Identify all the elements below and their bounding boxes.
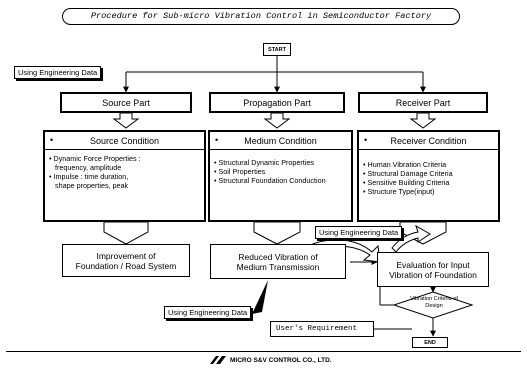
source-condition-title: Source Condition [89,135,160,146]
receiver-condition-item: • Sensitive Building Criteria [363,178,450,187]
footer: MICRO S&V CONTROL CO., LTD. [210,356,332,364]
company-logo-icon [210,356,226,364]
company-name: MICRO S&V CONTROL CO., LTD. [230,356,332,364]
down-arrow [112,112,140,129]
medium-condition-item: • Soil Properties [214,167,266,176]
medium-condition-item: • Structural Dynamic Properties [214,158,314,167]
source-result-box: Improvement of Foundation / Road System [62,244,190,277]
engineering-data-label-receiver: Using Engineering Data [315,226,403,239]
footer-divider [6,351,521,352]
receiver-part-box: Receiver Part [358,92,488,113]
medium-condition-item: • Structural Foundation Conduction [214,176,326,185]
down-arrow [263,112,291,129]
medium-result-box: Reduced Vibration of Medium Transmission [210,244,346,279]
source-condition-box: •Source Condition • Dynamic Force Proper… [43,130,206,222]
decision-diamond [392,291,474,319]
chevron-arrow [253,221,301,245]
medium-condition-box: •Medium Condition • Structural Dynamic P… [208,130,353,222]
propagation-part-box: Propagation Part [209,92,345,113]
end-node: END [412,337,448,348]
receiver-condition-box: •Receiver Condition • Human Vibration Cr… [357,130,500,222]
medium-condition-title: Medium Condition [244,135,317,146]
start-node: START [263,43,291,56]
source-condition-item: • Impulse : time duration, [49,172,129,181]
engineering-data-label-top: Using Engineering Data [14,66,102,79]
receiver-condition-item: • Structural Damage Criteria [363,169,453,178]
source-part-box: Source Part [60,92,192,113]
receiver-condition-item: • Human Vibration Criteria [363,160,447,169]
receiver-condition-title: Receiver Condition [390,135,467,146]
receiver-condition-item: • Structure Type(input) [363,187,435,196]
chevron-arrow [103,221,149,245]
source-condition-item: • Dynamic Force Properties : [49,154,141,163]
source-condition-item: frequency, amplitude [53,163,122,172]
source-condition-item: shape properties, peak [53,181,129,190]
engineering-data-label-bottom: Using Engineering Data [164,306,252,319]
receiver-result-box: Evaluation for Input Vibration of Founda… [377,252,489,287]
diagram-title: Procedure for Sub-micro Vibration Contro… [62,8,460,25]
decision-label: Vibration Criteria of Design [410,296,458,309]
down-arrow [409,112,437,129]
user-requirement-box: User's Requirement [270,321,374,337]
